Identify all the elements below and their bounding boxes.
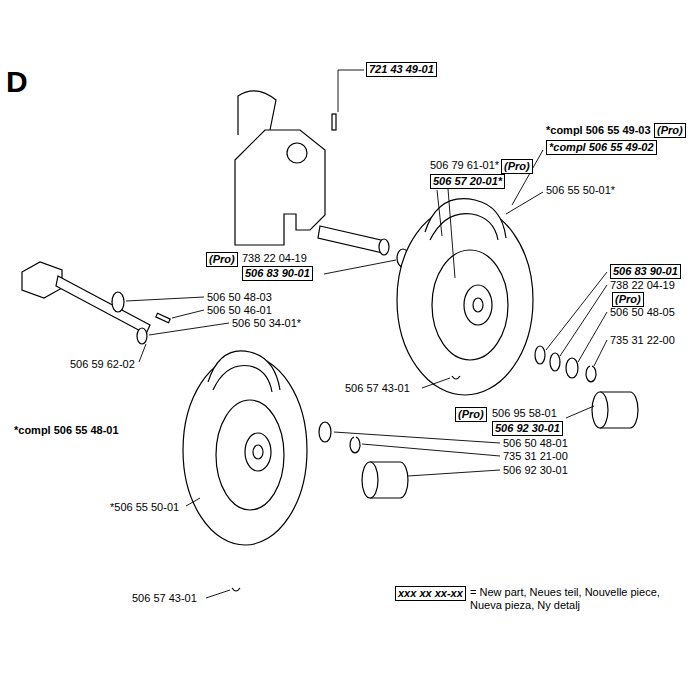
- new-part-box: 506 83 90-01: [610, 264, 681, 279]
- part-number: 738 22 04-19: [610, 279, 675, 292]
- new-part-box: 506 92 30-01: [492, 421, 563, 436]
- part-number: 735 31 21-00: [503, 450, 568, 463]
- part-number: 735 31 22-00: [610, 334, 675, 347]
- part-number: 506 50 48-01: [503, 437, 568, 450]
- part-number: 506 57 43-01: [132, 592, 197, 605]
- section-letter: D: [6, 66, 28, 98]
- part-number: 506 57 20-01*: [433, 175, 502, 188]
- part-number: xxx xx xx-xx: [398, 587, 463, 600]
- leader-lines: [126, 70, 607, 598]
- left-hub-parts: [319, 422, 408, 498]
- part-number: *compl 506 55 49-02: [549, 141, 654, 154]
- part-number: (Pro): [657, 124, 683, 137]
- part-number: (Pro): [615, 293, 641, 306]
- legend-text: = New part, Neues teil, Nouvelle piece, …: [470, 586, 685, 612]
- part-number: 506 59 62-02: [70, 358, 135, 371]
- left-axle: [22, 262, 170, 344]
- part-number: (Pro): [209, 253, 235, 266]
- part-number: 506 83 90-01: [613, 265, 678, 278]
- new-part-box: (Pro): [654, 123, 686, 138]
- part-number: 506 57 43-01: [345, 382, 410, 395]
- part-number: 506 83 90-01: [245, 267, 310, 280]
- new-part-box: *compl 506 55 49-02: [546, 140, 657, 155]
- part-number: 506 50 48-05: [610, 306, 675, 319]
- part-number: 506 50 34-01*: [232, 317, 301, 330]
- axle-shaft: [318, 226, 409, 267]
- part-number: 738 22 04-19: [242, 252, 307, 265]
- part-number: 506 92 30-01: [503, 464, 568, 477]
- new-part-box: 721 43 49-01: [366, 62, 437, 77]
- part-number: 506 92 30-01: [495, 422, 560, 435]
- frame-bracket: [235, 91, 336, 245]
- part-number: (Pro): [504, 160, 530, 173]
- part-number: 506 50 48-03: [207, 291, 272, 304]
- part-number: (Pro): [458, 408, 484, 421]
- part-number: 721 43 49-01: [369, 63, 434, 76]
- new-part-box: 506 83 90-01: [242, 266, 313, 281]
- part-number: 506 79 61-01*: [430, 159, 499, 172]
- part-number: 506 50 46-01: [207, 304, 272, 317]
- new-part-box: (Pro): [206, 252, 238, 267]
- new-part-box: 506 57 20-01*: [430, 174, 505, 189]
- new-part-box: (Pro): [501, 159, 533, 174]
- assembly-number: *compl 506 55 49-03: [546, 124, 651, 137]
- legend-sample-box: xxx xx xx-xx: [395, 586, 466, 601]
- right-wheel: [397, 199, 533, 395]
- part-number: 506 55 50-01*: [546, 184, 615, 197]
- assembly-number: *compl 506 55 48-01: [14, 424, 119, 437]
- part-number: *506 55 50-01: [110, 501, 179, 514]
- new-part-box: (Pro): [455, 407, 487, 422]
- left-wheel: [183, 351, 307, 591]
- new-part-box: (Pro): [612, 292, 644, 307]
- part-number: 506 95 58-01: [492, 407, 557, 420]
